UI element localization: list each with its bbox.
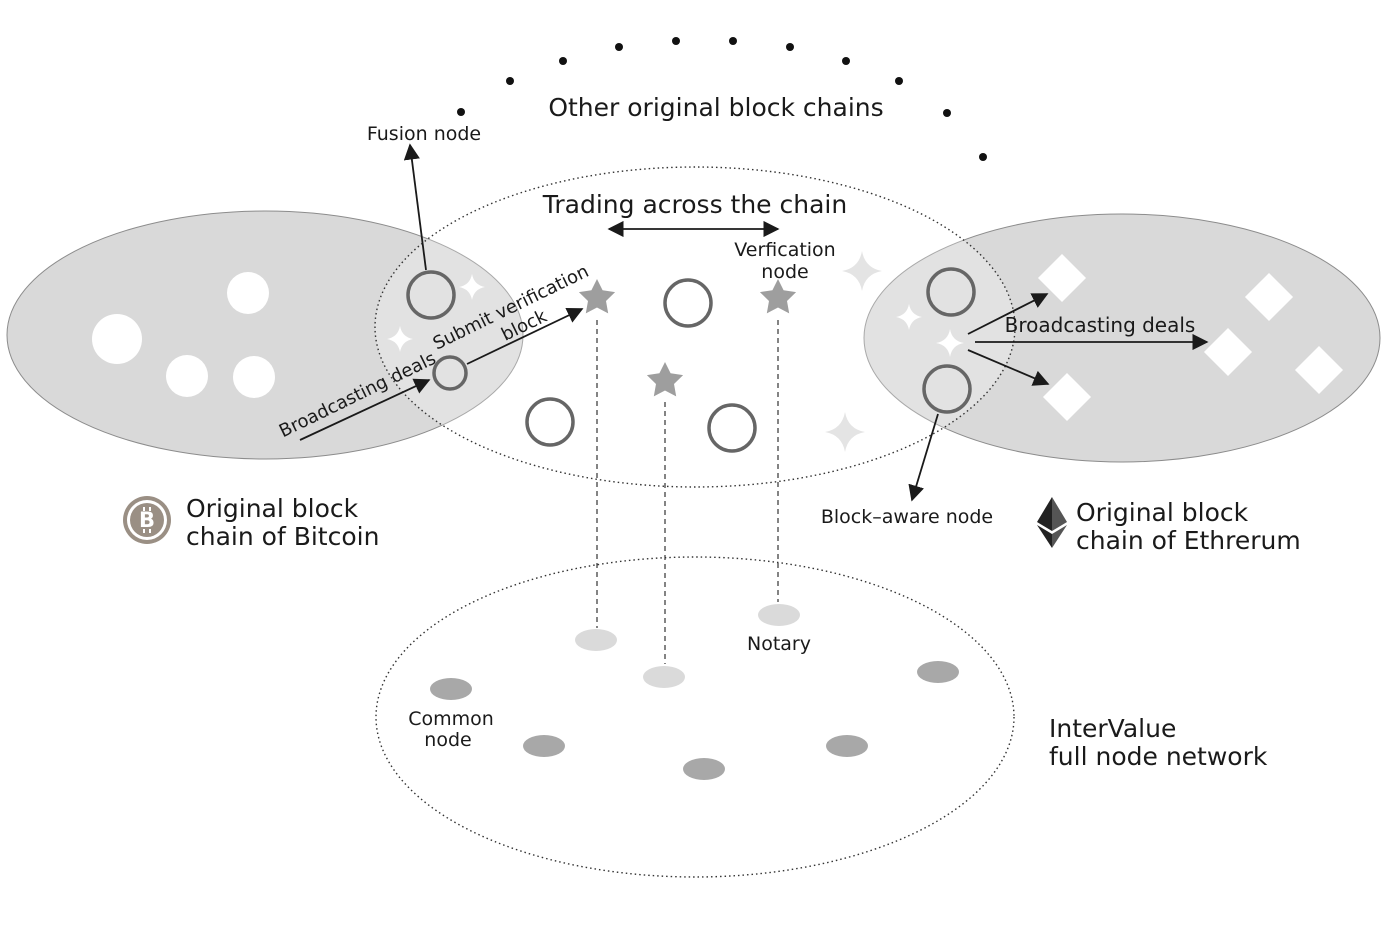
ethereum-fusion-ring (926, 267, 976, 317)
bitcoin-chain-label-line1: Original block (186, 494, 359, 523)
notary-label: Notary (747, 633, 811, 655)
intervalue-label-line1: InterValue (1049, 714, 1176, 743)
star-icon (759, 279, 797, 314)
common-node-label-line1: Common (408, 708, 494, 730)
sparkle-icon (936, 329, 964, 357)
bitcoin-chain-label-line2: chain of Bitcoin (186, 522, 379, 551)
block-aware-node-ring (922, 364, 972, 414)
trading-across-label: Trading across the chain (542, 190, 847, 219)
other-chains-label: Other original block chains (548, 93, 883, 122)
ethereum-logo-icon (1037, 497, 1067, 548)
other-chains-dots (457, 37, 987, 161)
sparkle-icon (896, 304, 922, 330)
common-nodes (430, 661, 959, 780)
sparkle-icons (387, 251, 964, 452)
verification-node-label-line2: node (761, 261, 808, 283)
intervalue-label-line2: full node network (1049, 742, 1268, 771)
broadcasting-right-label: Broadcasting deals (1005, 313, 1196, 337)
sparkle-icon (842, 251, 882, 291)
bitcoin-broadcast-ring (432, 355, 468, 391)
verification-stars (578, 279, 797, 397)
block-aware-node-label: Block–aware node (821, 506, 993, 528)
star-icon (646, 362, 684, 397)
arrows (299, 143, 1209, 502)
ethereum-chain-label-line2: chain of Ethrerum (1076, 526, 1301, 555)
bitcoin-logo-icon: B (123, 496, 171, 544)
sparkle-icon (825, 412, 865, 452)
connector-lines (596, 320, 779, 664)
sparkle-icon (387, 326, 413, 352)
star-icon (578, 279, 616, 314)
cross-chain-region (374, 166, 1016, 488)
ethereum-chain-label-line1: Original block (1076, 498, 1249, 527)
verification-node-label-line1: Verfication (734, 239, 835, 261)
bitcoin-blocks (92, 272, 275, 398)
fusion-node-ring (406, 270, 456, 320)
sparkle-icon (459, 274, 485, 300)
eth-broadcast-arrow-up (967, 293, 1049, 335)
intervalue-network-region (375, 556, 1015, 878)
submit-block-arrow (466, 307, 584, 365)
fusion-node-arrow (403, 143, 427, 271)
block-aware-arrow (908, 413, 939, 502)
svg-text:B: B (139, 508, 155, 532)
notary-nodes (575, 604, 800, 688)
eth-broadcast-arrow-down (967, 349, 1050, 386)
broadcast-left-arrow (299, 378, 431, 441)
ethereum-chain-region (863, 213, 1381, 463)
fusion-node-label: Fusion node (367, 123, 481, 145)
common-node-label-line2: node (424, 729, 471, 751)
ring-nodes (406, 267, 976, 453)
